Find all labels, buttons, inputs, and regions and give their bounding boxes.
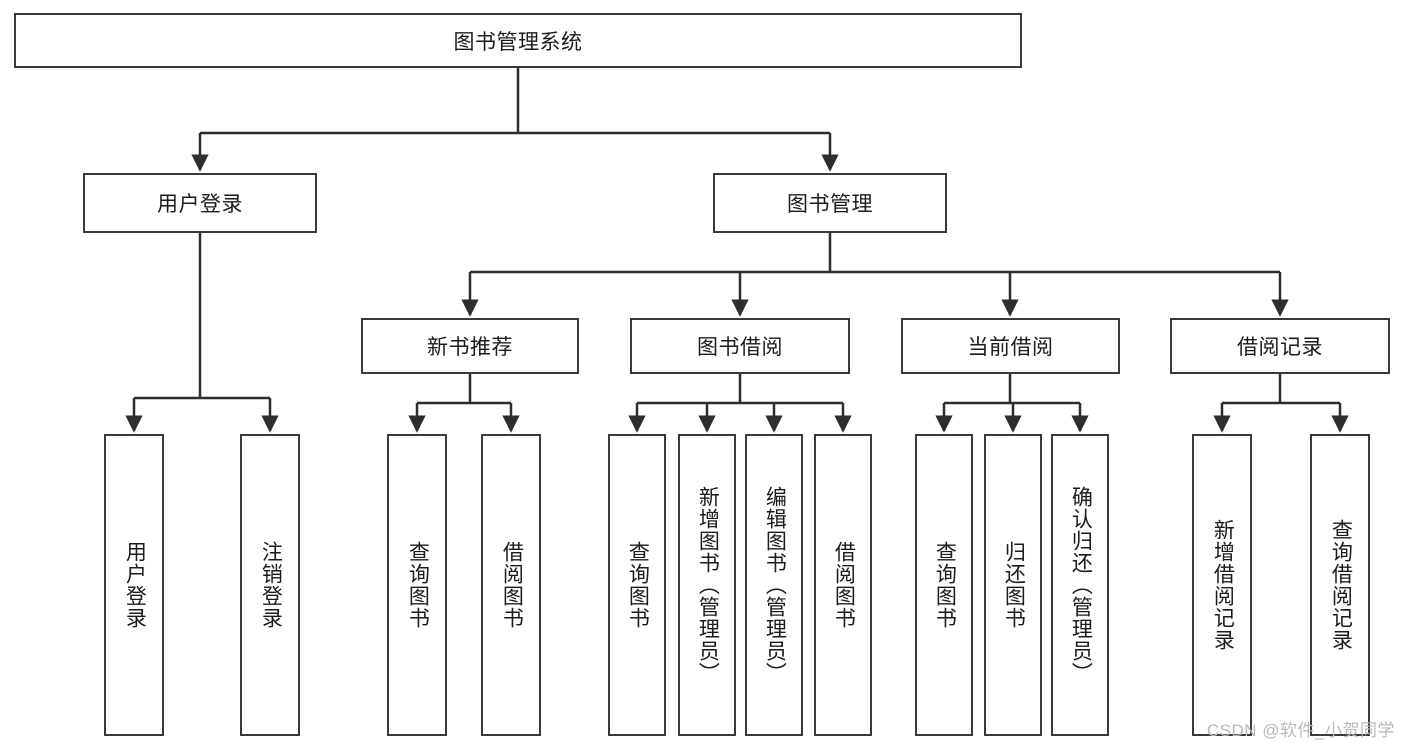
node-leaf-cur-query-book-label: 查询图书 — [933, 541, 957, 629]
node-book-manage-label: 图书管理 — [787, 193, 873, 216]
node-root-label: 图书管理系统 — [453, 30, 583, 54]
node-leaf-user-login[interactable]: 用户登录 — [104, 434, 164, 736]
node-leaf-cur-return-book-label: 归还图书 — [1002, 541, 1026, 629]
node-leaf-cur-query-book[interactable]: 查询图书 — [915, 434, 973, 736]
node-leaf-cur-confirm-return-label: 确认归还（管理员） — [1069, 486, 1093, 684]
node-book-borrow[interactable]: 图书借阅 — [630, 318, 850, 374]
node-leaf-user-login-label: 用户登录 — [123, 541, 147, 629]
node-leaf-rec-borrow-book-label: 借阅图书 — [500, 541, 524, 629]
node-user-login-label: 用户登录 — [157, 193, 243, 216]
node-leaf-rec-query-book[interactable]: 查询图书 — [387, 434, 447, 736]
node-user-login[interactable]: 用户登录 — [83, 173, 317, 233]
node-current-borrow-label: 当前借阅 — [967, 336, 1054, 359]
node-leaf-borrow-borrow-book[interactable]: 借阅图书 — [814, 434, 872, 736]
watermark-text: CSDN @软件_小贺同学 — [1206, 721, 1395, 740]
node-root[interactable]: 图书管理系统 — [14, 13, 1022, 68]
node-new-book-recommend[interactable]: 新书推荐 — [361, 318, 579, 374]
node-borrow-record-label: 借阅记录 — [1237, 336, 1323, 359]
node-new-book-recommend-label: 新书推荐 — [427, 336, 513, 359]
node-leaf-rec-add-record-label: 新增借阅记录 — [1211, 519, 1235, 651]
node-borrow-record[interactable]: 借阅记录 — [1170, 318, 1390, 374]
node-leaf-borrow-edit-book[interactable]: 编辑图书（管理员） — [745, 434, 803, 736]
node-leaf-rec-borrow-book[interactable]: 借阅图书 — [481, 434, 541, 736]
node-leaf-rec-query-record-label: 查询借阅记录 — [1329, 519, 1353, 651]
node-leaf-borrow-add-book[interactable]: 新增图书（管理员） — [678, 434, 736, 736]
node-leaf-borrow-query-book-label: 查询图书 — [626, 541, 650, 629]
node-book-manage[interactable]: 图书管理 — [713, 173, 947, 233]
node-current-borrow[interactable]: 当前借阅 — [901, 318, 1120, 374]
node-leaf-borrow-query-book[interactable]: 查询图书 — [608, 434, 666, 736]
node-leaf-borrow-add-book-label: 新增图书（管理员） — [696, 486, 720, 684]
node-book-borrow-label: 图书借阅 — [697, 336, 783, 359]
node-leaf-rec-query-record[interactable]: 查询借阅记录 — [1310, 434, 1370, 736]
node-leaf-borrow-edit-book-label: 编辑图书（管理员） — [763, 486, 787, 684]
node-leaf-rec-query-book-label: 查询图书 — [406, 541, 430, 629]
node-leaf-borrow-borrow-book-label: 借阅图书 — [832, 541, 856, 629]
node-leaf-logout-label: 注销登录 — [259, 541, 283, 629]
node-leaf-rec-add-record[interactable]: 新增借阅记录 — [1192, 434, 1252, 736]
node-leaf-cur-confirm-return[interactable]: 确认归还（管理员） — [1051, 434, 1109, 736]
node-leaf-logout[interactable]: 注销登录 — [240, 434, 300, 736]
node-leaf-cur-return-book[interactable]: 归还图书 — [984, 434, 1042, 736]
